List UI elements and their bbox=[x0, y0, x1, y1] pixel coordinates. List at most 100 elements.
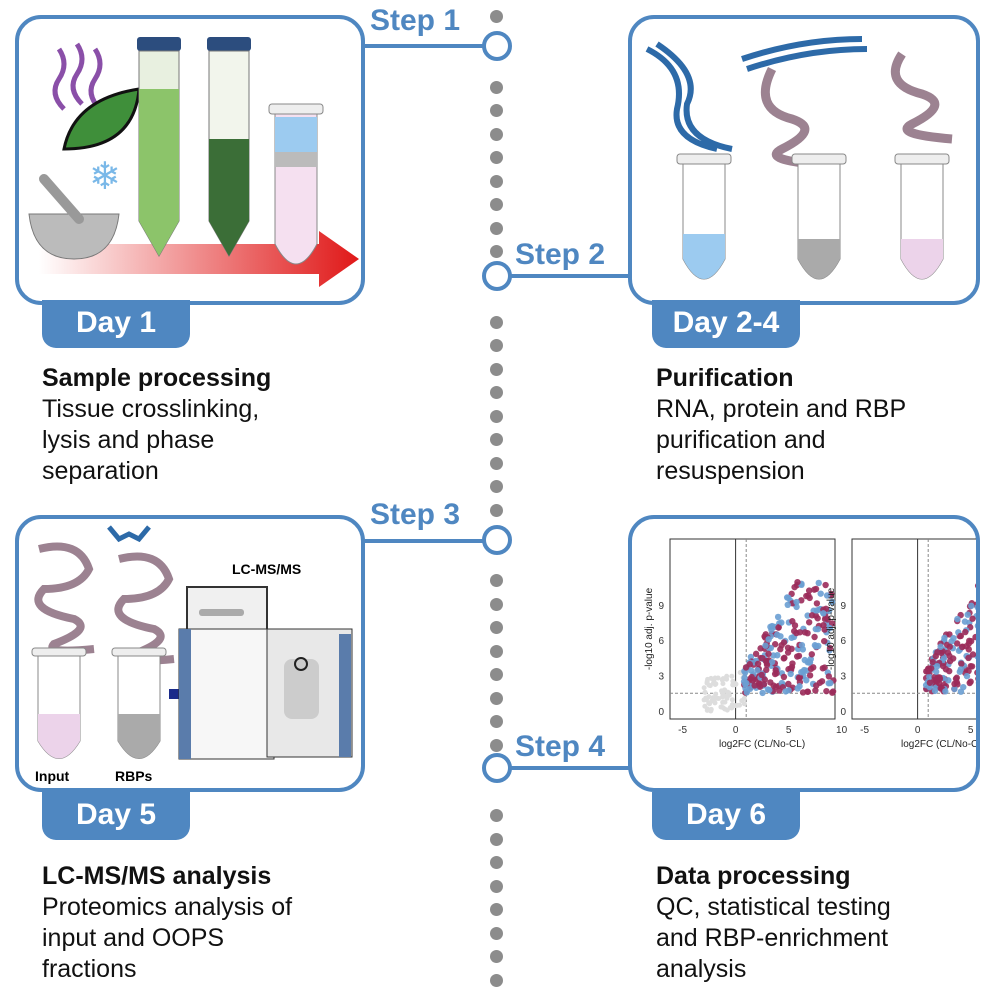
data-point bbox=[817, 590, 824, 597]
data-point bbox=[946, 657, 954, 665]
day-tab-1: Day 1 bbox=[42, 300, 190, 348]
data-point bbox=[827, 679, 834, 687]
data-point bbox=[726, 690, 732, 696]
data-point bbox=[729, 697, 735, 703]
x-tick-label: -5 bbox=[678, 725, 687, 736]
timeline-dot bbox=[490, 668, 503, 681]
timeline-dot bbox=[490, 104, 503, 117]
protein-icon bbox=[34, 542, 95, 655]
timeline-dot bbox=[490, 480, 503, 493]
data-point bbox=[720, 681, 726, 687]
data-point bbox=[957, 666, 965, 673]
data-point bbox=[770, 652, 777, 659]
data-point bbox=[939, 662, 947, 670]
data-point bbox=[785, 594, 792, 602]
data-point bbox=[801, 629, 809, 636]
desc-line: Tissue crosslinking, bbox=[42, 395, 260, 423]
data-point bbox=[932, 668, 940, 675]
timeline-dot bbox=[490, 198, 503, 211]
data-point bbox=[778, 642, 785, 649]
desc-line: input and OOPS bbox=[42, 924, 225, 952]
data-point bbox=[925, 667, 932, 675]
timeline-dot bbox=[490, 950, 503, 963]
panel-sample-processing: ❄ bbox=[15, 15, 365, 305]
data-point bbox=[829, 688, 837, 695]
data-point bbox=[782, 688, 789, 695]
data-point bbox=[780, 655, 787, 662]
panel-lcms: Input RBPs LC-MS/MS bbox=[15, 515, 365, 792]
data-point bbox=[762, 658, 770, 665]
protein-icon bbox=[890, 51, 953, 144]
timeline-dot bbox=[490, 339, 503, 352]
data-point bbox=[731, 682, 737, 688]
data-point bbox=[814, 625, 822, 633]
data-point bbox=[765, 650, 772, 658]
y-tick-label: 3 bbox=[840, 672, 846, 683]
data-point bbox=[811, 586, 818, 593]
data-point bbox=[768, 658, 776, 666]
tube-rbps bbox=[111, 647, 167, 759]
data-point bbox=[959, 643, 966, 651]
data-point bbox=[825, 673, 833, 680]
timeline-dot bbox=[490, 691, 503, 705]
sample-processing-illustration: ❄ bbox=[28, 37, 359, 287]
data-point bbox=[969, 651, 976, 658]
data-point bbox=[724, 673, 730, 679]
lcms-illustration: Input RBPs LC-MS/MS bbox=[31, 525, 353, 784]
step-3-marker bbox=[482, 525, 512, 555]
data-point bbox=[965, 646, 973, 653]
timeline-dot bbox=[490, 245, 503, 258]
y-tick-label: 0 bbox=[658, 707, 664, 718]
desc-line: fractions bbox=[42, 955, 137, 983]
mortar-icon bbox=[28, 213, 120, 260]
data-point bbox=[741, 680, 749, 688]
data-point bbox=[807, 665, 815, 673]
data-point bbox=[763, 666, 770, 674]
data-point bbox=[974, 623, 976, 629]
data-point bbox=[936, 675, 944, 683]
data-point bbox=[805, 592, 812, 599]
desc-line: QC, statistical testing bbox=[656, 893, 891, 921]
data-point bbox=[711, 680, 717, 686]
tube-label-rbps: RBPs bbox=[115, 768, 153, 784]
data-point bbox=[739, 698, 745, 704]
timeline-dot bbox=[490, 456, 503, 470]
y-axis-label: -log10 adj. p-value bbox=[826, 587, 837, 670]
data-point bbox=[946, 631, 953, 638]
step-2-description: Purification RNA, protein and RBP purifi… bbox=[656, 363, 906, 487]
data-point bbox=[794, 685, 801, 692]
data-point bbox=[754, 667, 761, 674]
data-point bbox=[772, 667, 779, 674]
data-point bbox=[729, 673, 735, 679]
tube-protein bbox=[791, 153, 847, 280]
timeline-dot bbox=[490, 715, 503, 728]
data-point bbox=[806, 672, 814, 679]
data-point bbox=[709, 698, 715, 704]
data-point bbox=[784, 644, 792, 651]
step-3-description: LC-MS/MS analysis Proteomics analysis of… bbox=[42, 861, 292, 985]
timeline-dot bbox=[490, 738, 503, 752]
tube-rna bbox=[676, 153, 732, 280]
rna-fragment-icon bbox=[107, 525, 151, 543]
data-point bbox=[961, 618, 969, 625]
data-point bbox=[787, 670, 794, 678]
step-1-description: Sample processing Tissue crosslinking, l… bbox=[42, 363, 271, 487]
data-point bbox=[968, 602, 975, 610]
data-point bbox=[937, 643, 944, 650]
snowflake-icon: ❄ bbox=[89, 156, 121, 198]
desc-line: resuspension bbox=[656, 457, 805, 485]
data-point bbox=[806, 659, 813, 666]
data-point bbox=[957, 632, 965, 640]
data-point bbox=[808, 612, 816, 619]
data-point bbox=[813, 600, 821, 607]
data-point bbox=[804, 688, 811, 695]
data-point bbox=[760, 681, 768, 688]
tube-rbp bbox=[894, 153, 950, 280]
y-tick-label: 3 bbox=[658, 672, 664, 683]
data-point bbox=[752, 650, 760, 658]
step-3-label: Step 3 bbox=[370, 498, 461, 531]
data-point bbox=[974, 604, 976, 610]
timeline-dot bbox=[490, 879, 503, 893]
data-point bbox=[963, 672, 971, 680]
